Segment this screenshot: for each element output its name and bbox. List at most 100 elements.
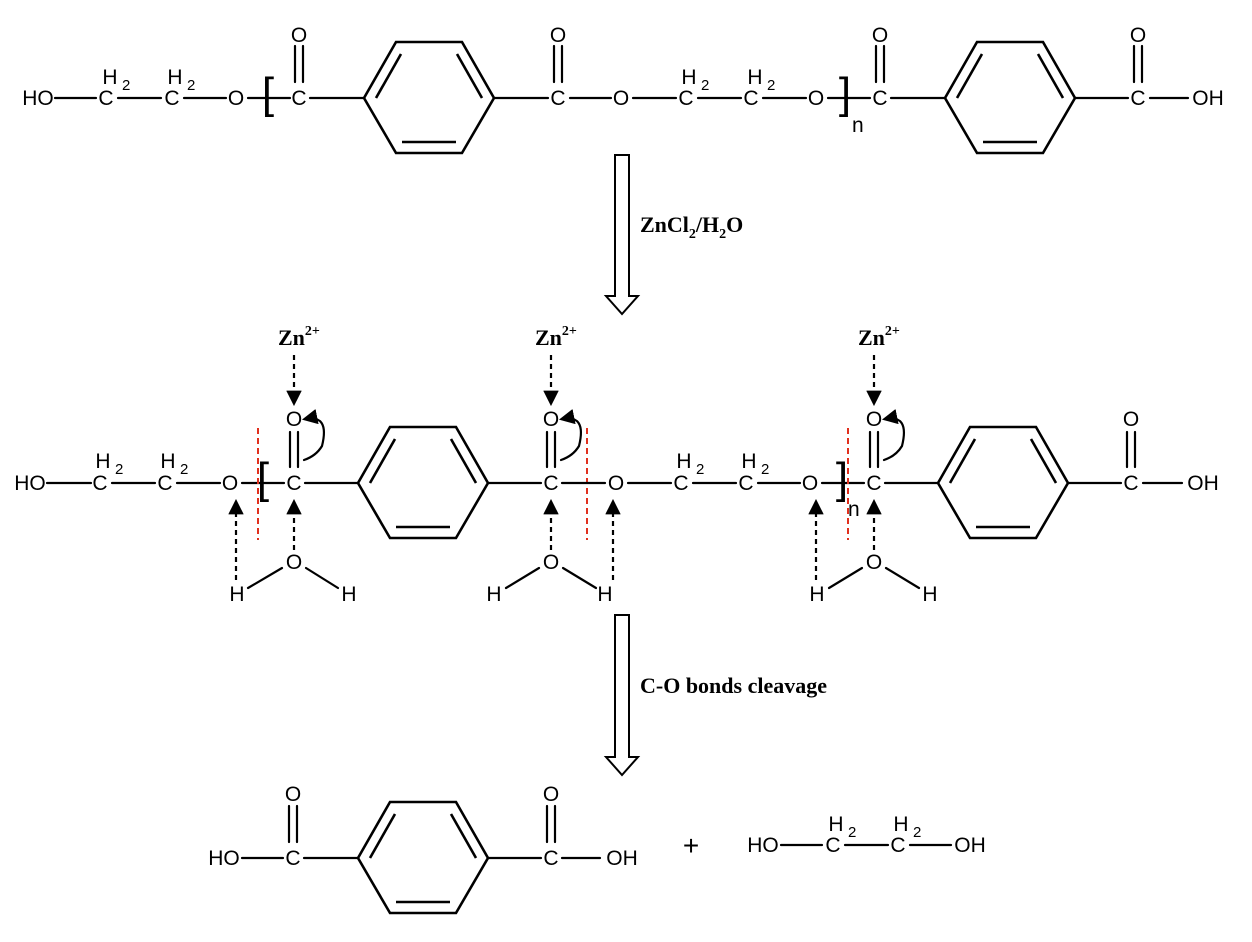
ch2-carbon: C [157,472,172,495]
zn-charge: 2+ [562,324,577,339]
h2-label: H [747,66,762,89]
carbonyl-oxygen: O [291,24,307,47]
repeat-bracket-close: ] [839,69,851,118]
h2-label: H [160,450,175,473]
ester-oxygen: O [613,87,629,110]
zn-charge: 2+ [305,324,320,339]
o-text: O [726,212,743,237]
h2-subscript: 2 [761,461,769,478]
ch2-carbon: C [98,87,113,110]
ester-oxygen: O [222,472,238,495]
ho-label: HO [747,834,779,857]
h2-label: H [95,450,110,473]
water-hydrogen: H [597,583,612,606]
h2-subscript: 2 [701,77,709,94]
zinc-ion: Zn2+ [278,324,320,350]
carbonyl-carbon: C [286,472,301,495]
benzene-ring [362,40,496,155]
benzene-ring [356,800,490,915]
h2-subscript: 2 [180,461,188,478]
water-hydrogen: H [922,583,937,606]
h2-label: H [102,66,117,89]
ch2-carbon: C [673,472,688,495]
cl-subscript: 2 [689,227,696,242]
zncl-text: ZnCl [640,212,689,237]
carboxyl-carbon: C [1123,472,1138,495]
repeat-count: n [852,114,864,137]
plus-sign: + [683,830,699,861]
reaction-arrow-2 [603,614,641,777]
ester-oxygen: O [608,472,624,495]
carbonyl-carbon: C [866,472,881,495]
water-hydrogen: H [229,583,244,606]
carbonyl-oxygen: O [550,24,566,47]
benzene-ring [356,425,490,540]
carbonyl-carbon: C [291,87,306,110]
oh-label: OH [1187,472,1219,495]
reaction-arrow-1 [603,154,641,316]
carboxyl-carbon: C [285,847,300,870]
ch2-carbon: C [164,87,179,110]
oh-label: OH [606,847,638,870]
ho-label: HO [208,847,240,870]
zn-label: Zn [278,325,305,350]
ho-label: HO [14,472,46,495]
zinc-ion: Zn2+ [858,324,900,350]
carbonyl-carbon: C [550,87,565,110]
zn-charge: 2+ [885,324,900,339]
ch2-carbon: C [825,834,840,857]
ch2-carbon: C [738,472,753,495]
carboxyl-oxygen: O [543,783,559,806]
svg-text:ZnCl2/H2O: ZnCl2/H2O [640,212,743,242]
water-hydrogen: H [809,583,824,606]
water-oxygen: O [286,551,302,574]
h2-subscript: 2 [767,77,775,94]
carboxyl-oxygen: O [285,783,301,806]
h2-subscript: 2 [122,77,130,94]
zinc-ion: Zn2+ [535,324,577,350]
repeat-count: n [848,498,860,521]
ch2-carbon: C [678,87,693,110]
zn-activated-intermediate: HO C H 2 C H 2 O [ C O Zn2+ O H H [14,324,1219,606]
benzene-ring [943,40,1077,155]
h2-subscript: 2 [848,824,856,841]
h2-subscript: 2 [187,77,195,94]
carbonyl-oxygen: O [286,408,302,431]
zn-label: Zn [535,325,562,350]
ester-oxygen: O [808,87,824,110]
h2-label: H [893,813,908,836]
ester-oxygen: O [802,472,818,495]
water-oxygen: O [866,551,882,574]
carbonyl-oxygen: O [872,24,888,47]
carbonyl-oxygen: O [543,408,559,431]
carboxyl-carbon: C [543,847,558,870]
pet-polymer: HO C H 2 C H 2 O [ C O C O O C H 2 C [22,24,1224,155]
ethylene-glycol: HO C H 2 C H 2 OH [747,813,986,857]
water-hydrogen: H [341,583,356,606]
oh-label: OH [1192,87,1224,110]
h2-label: H [741,450,756,473]
h2-subscript: 2 [913,824,921,841]
ho-label: HO [22,87,54,110]
h2-label: H [676,450,691,473]
carboxyl-oxygen: O [1123,408,1139,431]
h2-label: H [167,66,182,89]
terephthalic-acid: HO C O C O OH [208,783,638,915]
zn-label: Zn [858,325,885,350]
h2-subscript: 2 [115,461,123,478]
h2-label: H [828,813,843,836]
step1-condition: ZnCl2/H2O [640,212,743,242]
carbonyl-oxygen: O [866,408,882,431]
oh-label: OH [954,834,986,857]
repeat-bracket-open: [ [257,454,269,503]
carbonyl-carbon: C [872,87,887,110]
carboxyl-oxygen: O [1130,24,1146,47]
slash-h-text: /H [695,212,719,237]
water-oxygen: O [543,551,559,574]
step2-condition: C-O bonds cleavage [640,673,827,698]
h2-label: H [681,66,696,89]
repeat-bracket-close: ] [836,454,848,503]
repeat-bracket-open: [ [262,69,274,118]
carbonyl-carbon: C [543,472,558,495]
